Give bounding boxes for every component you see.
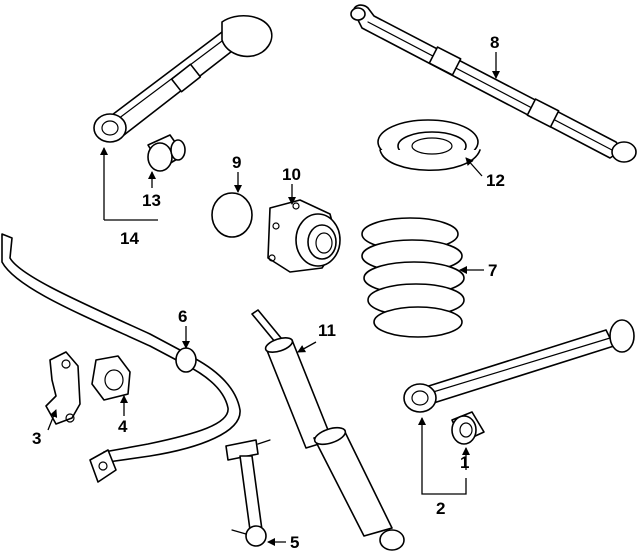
callout-3: 3	[32, 429, 41, 448]
callout-6: 6	[178, 307, 187, 326]
o-ring	[211, 192, 253, 238]
shock-absorber	[251, 309, 405, 551]
wheel-bearing-hub	[267, 199, 341, 273]
callout-4: 4	[118, 417, 128, 436]
spring-seat	[377, 119, 481, 172]
lower-arm-bushing	[451, 411, 485, 445]
coil-spring	[361, 217, 465, 338]
callout-1: 1	[460, 453, 469, 472]
upper-control-arm	[93, 15, 273, 143]
callout-9: 9	[232, 153, 241, 172]
callout-12: 12	[486, 171, 505, 190]
callout-14: 14	[120, 229, 139, 248]
stabilizer-link	[225, 439, 271, 547]
callout-5: 5	[290, 533, 299, 552]
stabilizer-bar	[1, 233, 241, 483]
stabilizer-bracket	[45, 351, 81, 425]
leader-lines	[47, 52, 500, 546]
callout-10: 10	[282, 165, 301, 184]
stabilizer-bushing	[91, 355, 131, 401]
callout-13: 13	[142, 191, 161, 210]
callout-2: 2	[436, 499, 445, 518]
callout-8: 8	[490, 33, 499, 52]
lateral-link	[350, 4, 637, 163]
upper-arm-bushing	[147, 134, 186, 172]
lower-control-arm	[403, 319, 635, 413]
callout-7: 7	[488, 261, 497, 280]
callout-labels: 1 2 3 4 5 6 7 8 9 10 11 12 13 14	[32, 33, 505, 552]
callout-11: 11	[318, 321, 336, 340]
